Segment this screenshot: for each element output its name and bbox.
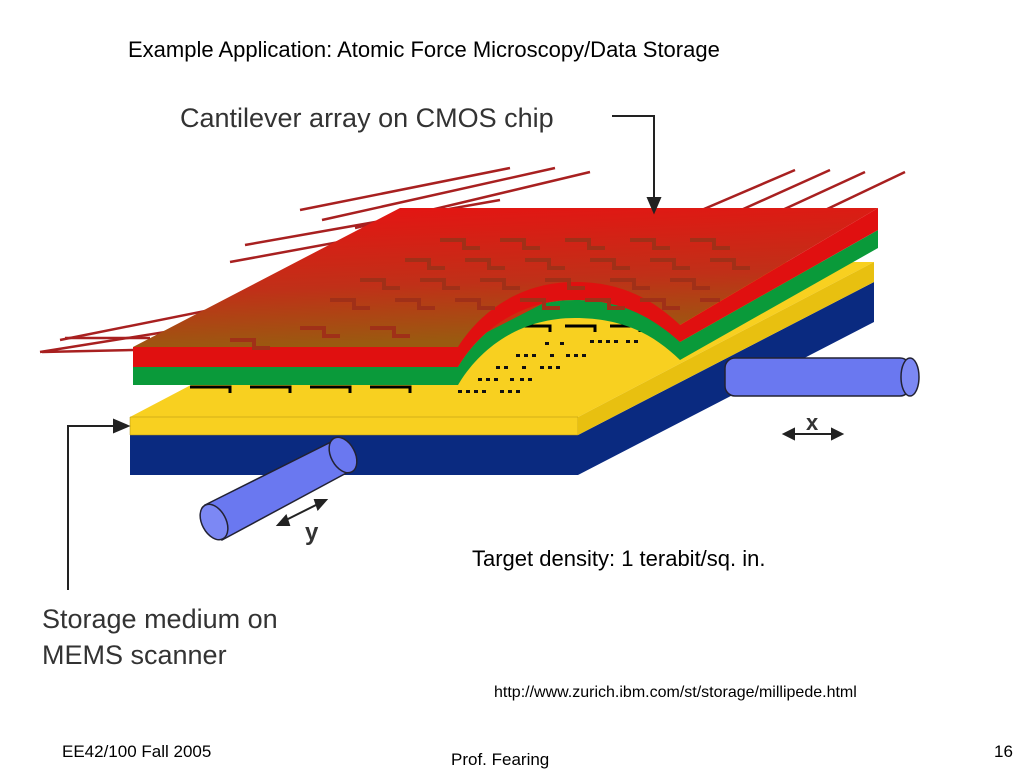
footer-course: EE42/100 Fall 2005 [62,742,212,761]
x-axis-label: x [806,410,819,435]
slide-title: Example Application: Atomic Force Micros… [128,37,720,62]
x-motion-arrow [781,427,845,441]
y-motion-arrow [275,499,329,526]
y-axis-label: y [305,519,319,546]
x-actuator [724,357,920,397]
footer-author: Prof. Fearing [451,750,550,769]
chip-green-band [133,367,458,385]
chip-green-side [680,230,878,360]
front-wires [41,336,150,354]
chip-green-arc [458,300,680,385]
chip-red-arc [458,282,680,367]
chip-red-side [680,208,878,342]
density-note: Target density: 1 terabit/sq. in. [472,546,766,571]
data-bits [458,340,638,393]
cantilever-array [230,238,750,350]
cantilever-label: Cantilever array on CMOS chip [180,103,554,133]
storage-callout [67,418,131,590]
cantilever-callout [612,115,662,215]
source-url[interactable]: http://www.zurich.ibm.com/st/storage/mil… [494,684,857,701]
medium-yellow-side [578,262,874,435]
medium-yellow-front [129,416,579,436]
storage-label-line1: Storage medium on [42,604,278,634]
storage-label-line2: MEMS scanner [42,640,227,670]
chip-red-front [133,347,458,367]
page-number: 16 [994,742,1013,761]
cmos-chip [133,208,878,385]
y-actuator [199,436,358,542]
chip-red-top [133,208,878,347]
